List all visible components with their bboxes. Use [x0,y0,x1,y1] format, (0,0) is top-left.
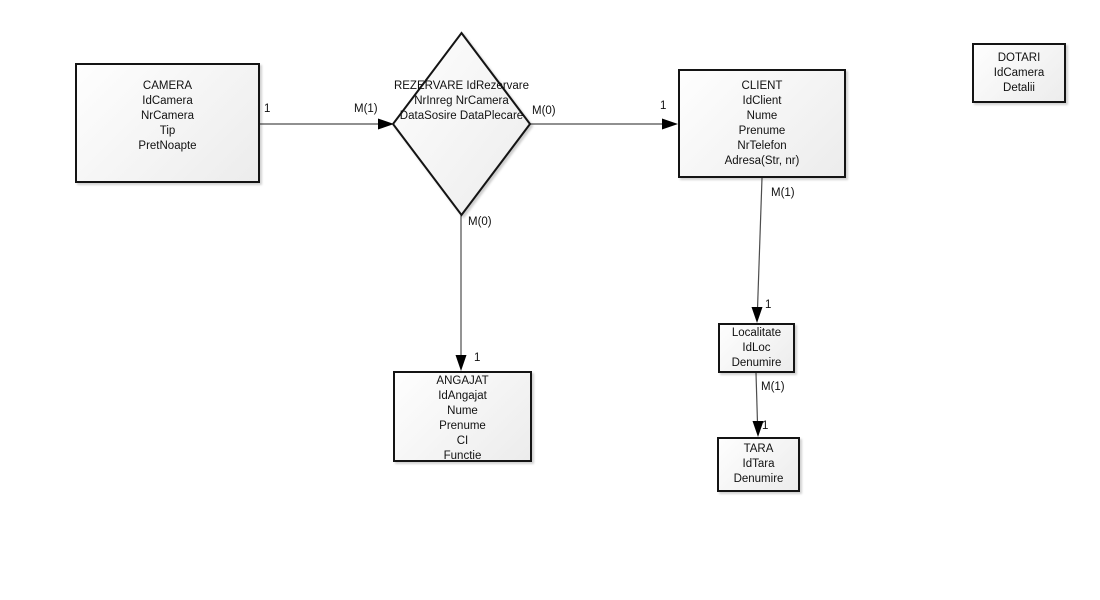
attribute: Functie [443,450,482,462]
cardinality-camera-one: 1 [264,103,271,115]
attribute: IdAngajat [438,390,487,402]
entity-title: CAMERA [142,80,193,92]
entity-title: CLIENT [741,79,783,92]
attribute: Tip [159,125,176,137]
arrowhead-rezervare-angajat [455,355,467,371]
attribute: Prenume [439,420,486,432]
attribute: Denumire [733,473,784,485]
entity-title: Localitate [731,326,782,339]
attribute: DataSosire [399,110,457,122]
attribute: CI [456,435,469,447]
entity-tara[interactable]: TARA IdTara Denumire [717,437,800,492]
attribute: NrTelefon [737,139,787,152]
relationship-rezervare-diamond[interactable] [391,31,532,217]
cardinality-localitate-one: 1 [765,299,772,311]
entity-localitate[interactable]: Localitate IdLoc Denumire [718,323,795,373]
attribute: IdTara [742,458,775,470]
cardinality-tara-one: 1 [762,420,769,432]
entity-angajat[interactable]: ANGAJAT IdAngajat Nume Prenume CI Functi… [393,371,532,462]
cardinality-camera-m1: M(1) [354,103,378,115]
arrowhead-client-localitate [751,307,763,323]
attribute: IdCamera [142,95,193,107]
attribute: Denumire [731,356,782,369]
cardinality-tara-m1: M(1) [761,381,785,393]
attribute: PretNoapte [138,140,197,152]
connector-client-localitate[interactable] [756,177,763,310]
cardinality-client-m0: M(0) [532,105,556,117]
arrowhead-rezervare-client [662,118,678,130]
relationship-title: REZERVARE [393,80,464,92]
attribute: IdLoc [742,341,771,354]
attribute: NrCamera [140,110,195,122]
attribute: Detalii [1003,81,1035,94]
cardinality-angajat-m0: M(0) [468,216,492,228]
attribute: Nume [746,109,778,122]
cardinality-client-one: 1 [660,100,667,112]
attribute: IdClient [742,94,782,107]
attribute: DataPlecare [459,110,524,122]
relationship-rezervare-text: REZERVARE IdRezervare NrInreg NrCamera D… [391,79,532,124]
arrowhead-localitate-tara [752,421,764,437]
attribute: IdCamera [993,66,1045,79]
connector-localitate-tara[interactable] [755,372,759,424]
arrowhead-camera-rezervare [378,118,394,130]
entity-title: DOTARI [997,51,1041,64]
entity-title: ANGAJAT [436,375,489,387]
entity-title: TARA [743,443,774,455]
attribute: Adresa(Str, nr) [724,154,800,167]
cardinality-angajat-one: 1 [474,352,481,364]
attribute: Nume [447,405,478,417]
entity-client[interactable]: CLIENT IdClient Nume Prenume NrTelefon A… [678,69,846,178]
attribute: NrInreg [414,95,453,107]
cardinality-client-m1: M(1) [771,187,795,199]
attribute: Prenume [738,124,786,137]
attribute: IdRezervare [466,80,530,92]
entity-camera[interactable]: CAMERA IdCamera NrCamera Tip PretNoapte [75,63,260,183]
attribute: NrCamera [455,95,509,107]
entity-dotari[interactable]: DOTARI IdCamera Detalii [972,43,1066,103]
